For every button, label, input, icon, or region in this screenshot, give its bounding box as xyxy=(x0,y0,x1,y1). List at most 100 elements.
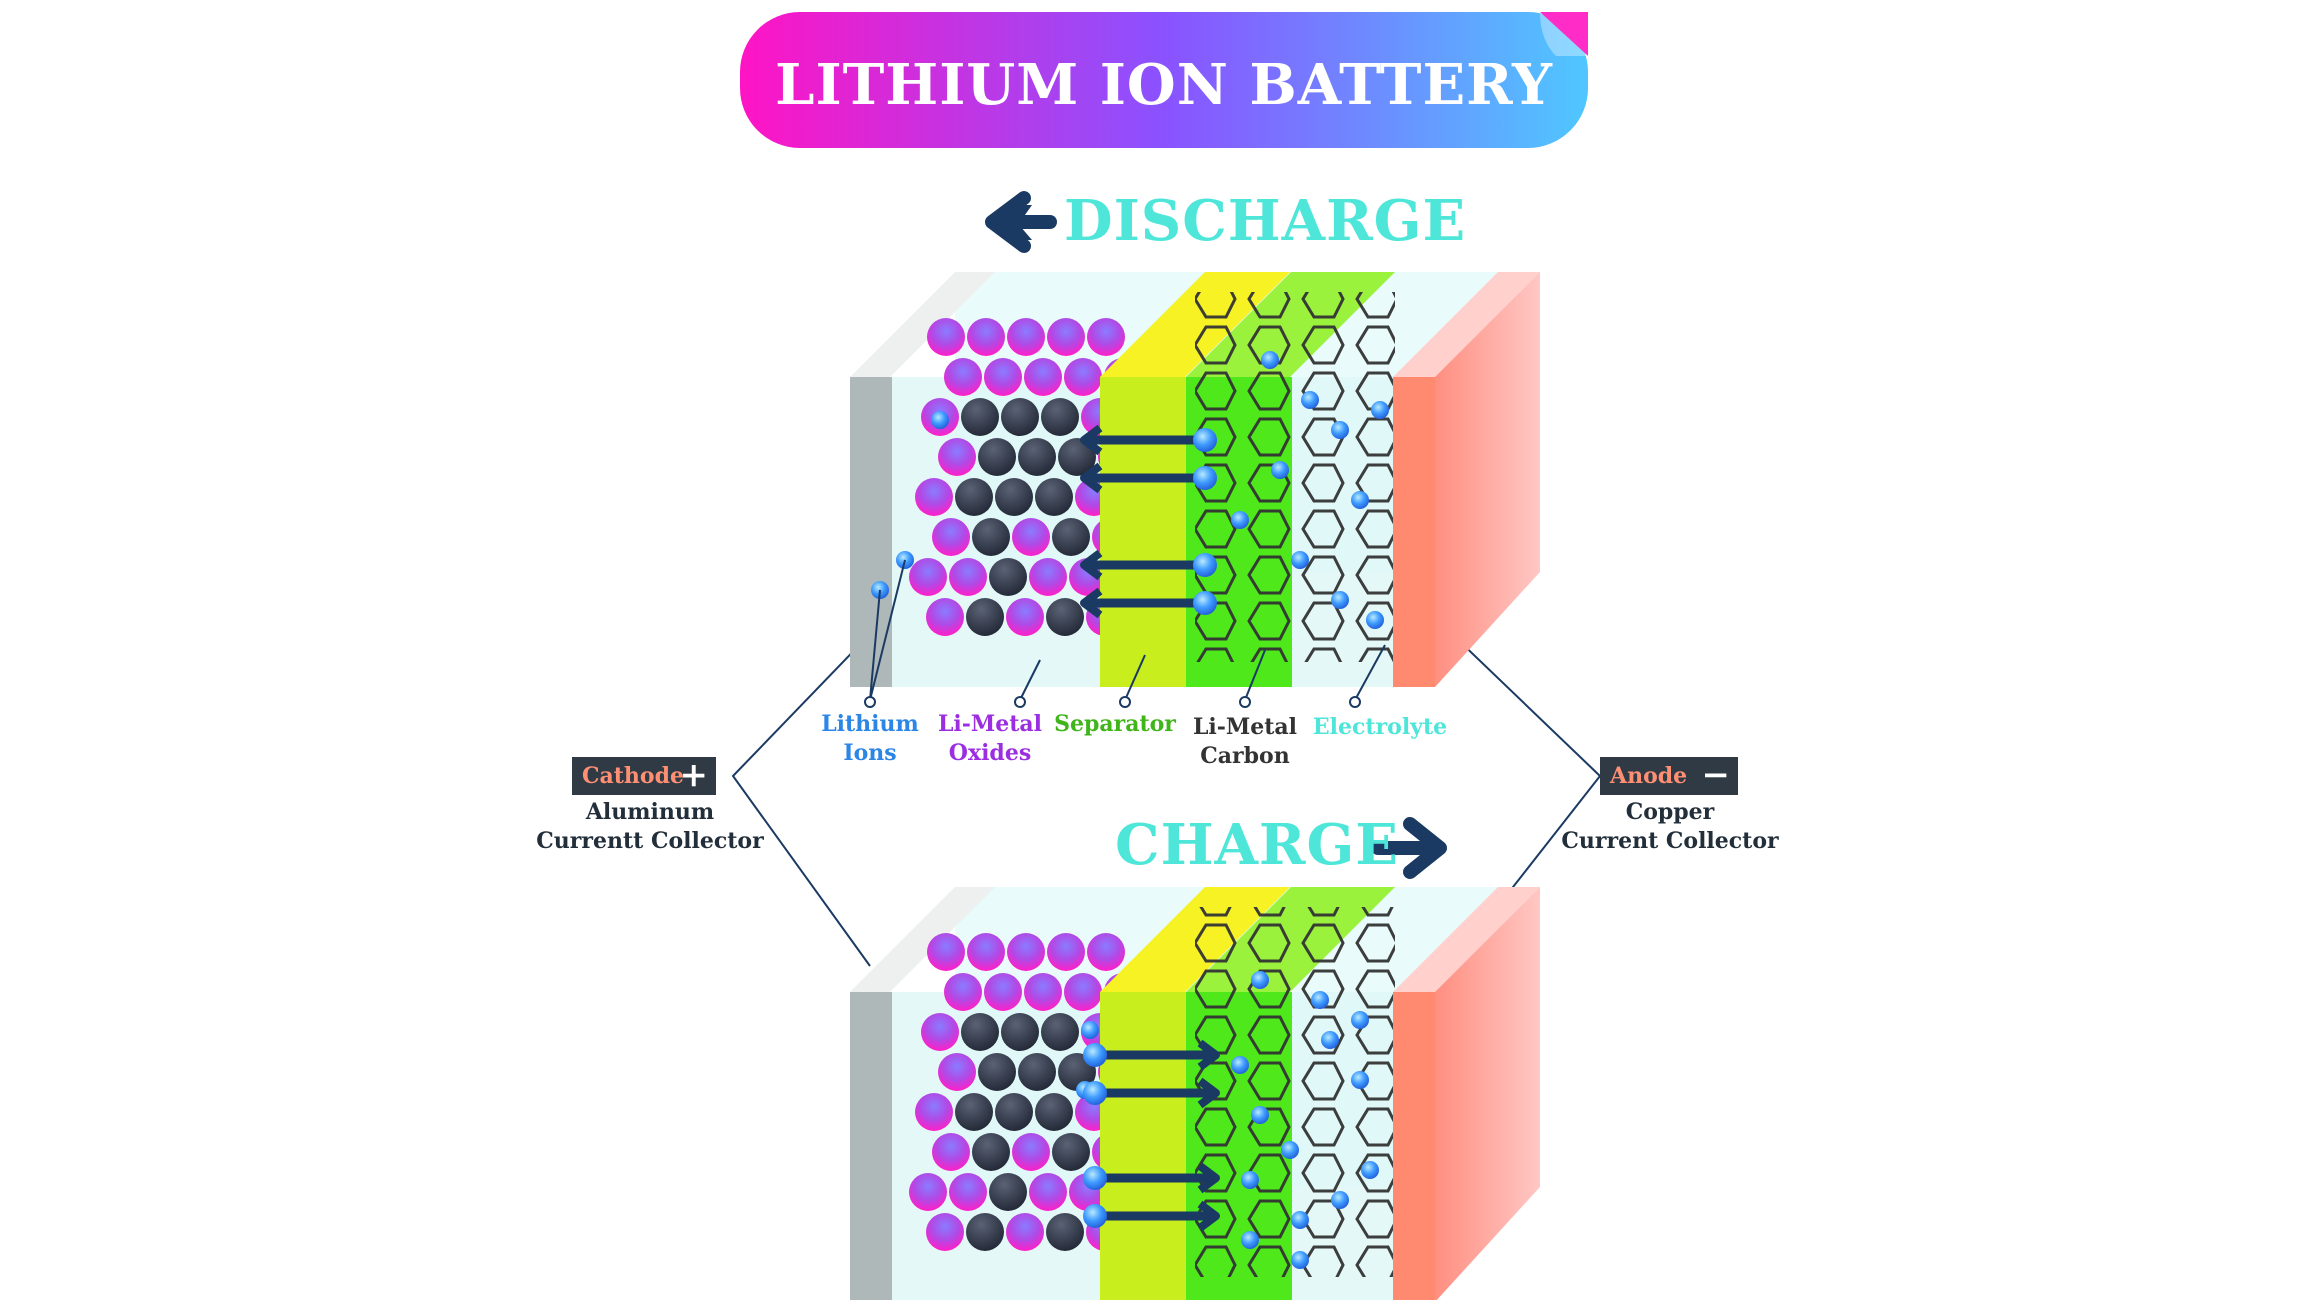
oxide-particle xyxy=(932,1133,970,1171)
charge-label: CHARGE xyxy=(1115,812,1399,878)
oxide-particle xyxy=(1007,318,1045,356)
anode-plate xyxy=(1393,377,1435,687)
lithium-ion xyxy=(1331,421,1349,439)
oxide-particle xyxy=(915,478,953,516)
cathode-leader-lines xyxy=(731,633,871,967)
oxide-particle xyxy=(1064,973,1102,1011)
lithium-ion xyxy=(1291,1251,1309,1269)
lithium-ion xyxy=(1371,401,1389,419)
charge-cell xyxy=(850,887,1540,1300)
ion-flow-arrowhead xyxy=(1197,1162,1220,1194)
lithium-ion xyxy=(1291,1211,1309,1229)
metal-oxide-particle xyxy=(1001,398,1039,436)
metal-oxide-particle xyxy=(978,1053,1016,1091)
oxide-particle xyxy=(938,438,976,476)
oxide-particle xyxy=(927,318,965,356)
metal-oxide-particle xyxy=(1052,1133,1090,1171)
metal-oxide-particle xyxy=(1058,438,1096,476)
oxide-particle xyxy=(1024,358,1062,396)
oxide-particle xyxy=(1006,598,1044,636)
lithium-ion xyxy=(1366,611,1384,629)
ion-flow-arrowhead xyxy=(1197,1200,1220,1232)
ion-flow-arrowhead xyxy=(1080,424,1103,456)
lithium-ion xyxy=(1351,491,1369,509)
lithium-ion xyxy=(1331,1191,1349,1209)
oxide-particle xyxy=(909,1173,947,1211)
lithium-ion xyxy=(1083,1204,1107,1228)
lithium-ion xyxy=(1321,1031,1339,1049)
oxide-particle xyxy=(909,558,947,596)
cathode-plate-top xyxy=(850,272,995,377)
lithium-ion xyxy=(1193,591,1217,615)
label-pointers xyxy=(864,559,1386,708)
anode-plate xyxy=(1393,992,1435,1300)
metal-oxide-particle xyxy=(1035,478,1073,516)
oxide-particle xyxy=(1087,933,1125,971)
lithium-ion xyxy=(1231,1056,1249,1074)
oxide-particle xyxy=(949,1173,987,1211)
lithium-ion xyxy=(1311,991,1329,1009)
lithium-ion xyxy=(1291,551,1309,569)
oxide-particle xyxy=(938,1053,976,1091)
oxide-particle xyxy=(1087,318,1125,356)
lithium-ion xyxy=(931,411,949,429)
oxide-particle xyxy=(1024,973,1062,1011)
lithium-ion xyxy=(1193,553,1217,577)
oxide-particle xyxy=(1007,933,1045,971)
oxide-particle xyxy=(1006,1213,1044,1251)
ion-flow-arrowhead xyxy=(1080,587,1103,619)
oxide-particle xyxy=(944,973,982,1011)
anode-plate-top xyxy=(1393,887,1540,992)
cathode-plate xyxy=(850,992,892,1300)
lithium-ion xyxy=(1331,591,1349,609)
anode-plate-top xyxy=(1393,272,1540,377)
oxide-particle xyxy=(1012,1133,1050,1171)
lithium-ion xyxy=(1351,1011,1369,1029)
oxide-particle xyxy=(1029,558,1067,596)
anode-plate-side xyxy=(1435,887,1540,1300)
metal-oxide-particle xyxy=(961,398,999,436)
anode-plate-side xyxy=(1435,272,1540,687)
oxide-particle xyxy=(984,358,1022,396)
metal-oxide-particle xyxy=(1035,1093,1073,1131)
lithium-ion xyxy=(1083,1043,1107,1067)
electrolyte-label: Electrolyte xyxy=(1312,714,1448,740)
anode-leader-lines xyxy=(1451,633,1602,911)
oxide-particle xyxy=(984,973,1022,1011)
oxide-particle xyxy=(949,558,987,596)
cathode-tag: Cathode+ xyxy=(572,757,716,795)
cathode-plate-top xyxy=(850,887,995,992)
metal-oxide-particle xyxy=(978,438,1016,476)
ion-flow-arrowhead xyxy=(1080,549,1103,581)
ion-flow-arrowhead xyxy=(1197,1039,1220,1071)
metal-oxide-particle xyxy=(955,1093,993,1131)
diagram-title: LITHIUM ION BATTERY xyxy=(775,52,1553,118)
metal-oxide-particle xyxy=(972,1133,1010,1171)
oxide-particle xyxy=(1012,518,1050,556)
lithium-ion xyxy=(1241,1171,1259,1189)
oxide-particle xyxy=(967,318,1005,356)
lithium-ion xyxy=(1251,1106,1269,1124)
oxide-particle xyxy=(926,598,964,636)
metal-oxide-particle xyxy=(1041,1013,1079,1051)
oxide-particle xyxy=(1029,1173,1067,1211)
metal-oxide-particle xyxy=(989,558,1027,596)
metal-oxide-particle xyxy=(1052,518,1090,556)
metal-oxide-particle xyxy=(995,1093,1033,1131)
oxide-particle xyxy=(1047,933,1085,971)
lithium-ion xyxy=(1361,1161,1379,1179)
oxide-particle xyxy=(932,518,970,556)
oxide-particle xyxy=(927,933,965,971)
metal-oxide-particle xyxy=(989,1173,1027,1211)
plus-icon: + xyxy=(679,755,709,795)
oxide-particle xyxy=(1047,318,1085,356)
lithium-ion xyxy=(1301,391,1319,409)
metal-oxide-particle xyxy=(1001,1013,1039,1051)
metal-oxide-particle xyxy=(961,1013,999,1051)
metal-oxide-particle xyxy=(995,478,1033,516)
